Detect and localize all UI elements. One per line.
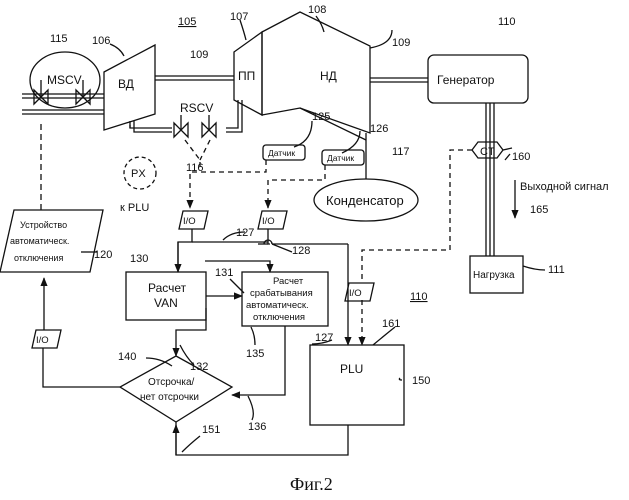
ref-161: 161 <box>382 318 400 330</box>
trip-calc-label-4: отключения <box>253 312 305 323</box>
trip-device-label-3: отключения <box>14 253 63 263</box>
hp-turbine-label: ВД <box>118 77 134 91</box>
ref-151: 151 <box>202 424 220 436</box>
ref-127b: 127 <box>315 332 333 344</box>
rscv-label: RSCV <box>180 101 213 115</box>
trip-calc-label-2: срабатывания <box>250 288 313 299</box>
ref-130: 130 <box>130 253 148 265</box>
ref-109a: 109 <box>190 49 208 61</box>
ref-108: 108 <box>308 4 326 16</box>
ref-132: 132 <box>190 361 208 373</box>
to-plu-label: к PLU <box>120 202 149 214</box>
decision-label-1: Отсрочка/ <box>148 377 195 388</box>
van-calc-label-2: VAN <box>154 296 178 310</box>
trip-calc-label-3: автоматическ. <box>246 300 309 311</box>
ref-136: 136 <box>248 421 266 433</box>
condenser-label: Конденсатор <box>326 193 404 208</box>
ref-110a: 110 <box>498 16 516 28</box>
ref-165: 165 <box>530 204 548 216</box>
px-label: PX <box>131 168 146 180</box>
sensor-1-label: Датчик <box>268 148 295 158</box>
ref-160: 160 <box>512 151 530 163</box>
ref-117: 117 <box>392 146 410 158</box>
plu-box <box>310 345 404 425</box>
trip-device-label-1: Устройство <box>20 220 67 230</box>
io-label-4: I/O <box>36 335 49 346</box>
ref-128: 128 <box>292 245 310 257</box>
ref-106: 106 <box>92 35 110 47</box>
ref-126: 126 <box>370 123 388 135</box>
ref-140: 140 <box>118 351 136 363</box>
ref-125: 125 <box>312 111 330 123</box>
ref-105: 105 <box>178 16 196 28</box>
trip-device-label-2: автоматическ. <box>10 236 69 246</box>
ref-109b: 109 <box>392 37 410 49</box>
io-label-1: I/O <box>183 216 196 227</box>
trip-calc-label-1: Расчет <box>273 276 304 287</box>
delay-decision <box>120 356 232 422</box>
ref-110b: 110 <box>410 291 428 303</box>
ref-111: 111 <box>548 264 565 276</box>
output-signal-label: Выходной сигнал <box>520 181 609 193</box>
load-label: Нагрузка <box>473 270 515 281</box>
decision-label-2: нет отсрочки <box>140 392 199 403</box>
ref-107: 107 <box>230 11 248 23</box>
ref-116: 116 <box>186 162 204 174</box>
ref-150: 150 <box>412 375 430 387</box>
sensor-2-label: Датчик <box>327 153 354 163</box>
figure-caption: Фиг.2 <box>290 474 333 494</box>
ref-115: 115 <box>50 33 68 45</box>
ref-131: 131 <box>215 267 233 279</box>
mscv-label: MSCV <box>47 73 82 87</box>
ct-label: CT <box>480 146 495 158</box>
io-label-2: I/O <box>262 216 275 227</box>
ref-127a: 127 <box>236 227 254 239</box>
lp-turbine-label: НД <box>320 69 337 83</box>
io-label-3: I/O <box>349 288 362 299</box>
ip-turbine-label: ПП <box>238 69 255 83</box>
generator-label: Генератор <box>437 73 495 87</box>
plu-label: PLU <box>340 362 363 376</box>
van-calc-label-1: Расчет <box>148 281 187 295</box>
ref-135: 135 <box>246 348 264 360</box>
ref-120: 120 <box>94 249 112 261</box>
